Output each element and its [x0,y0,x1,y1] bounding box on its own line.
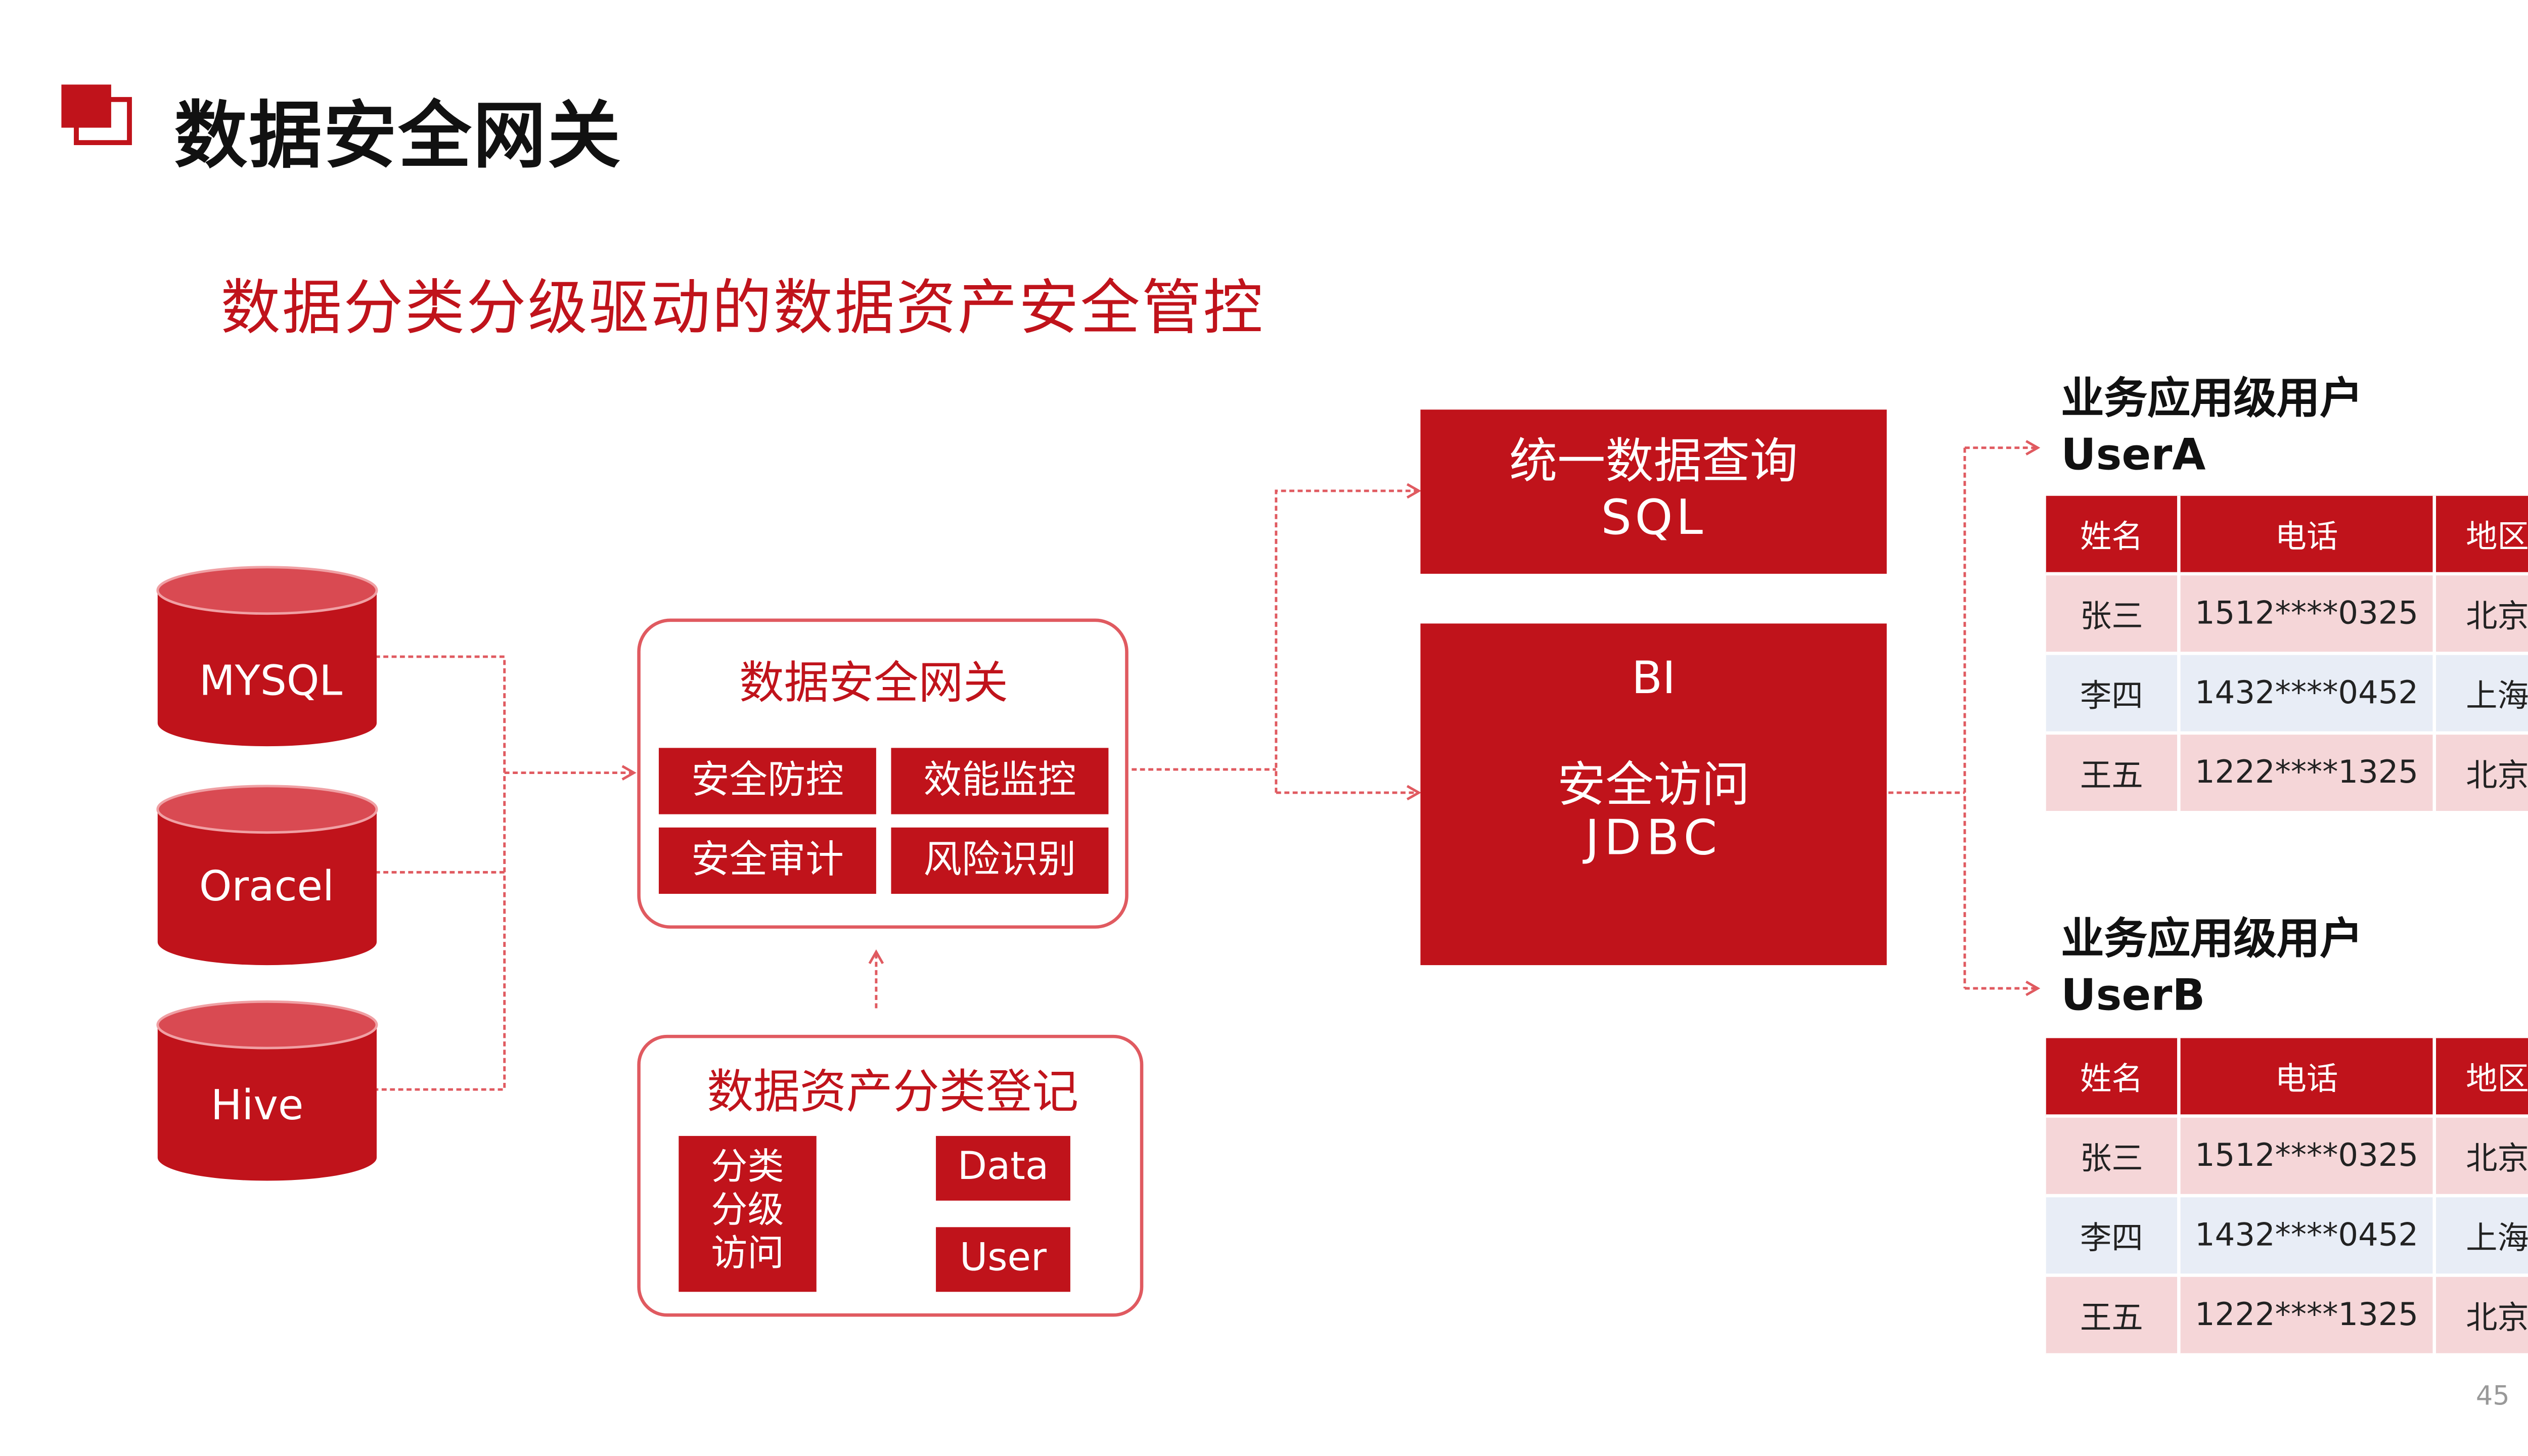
classify-box: 分类 分级 访问 [679,1135,817,1292]
userb-label: 业务应用级用户 [2061,915,2363,966]
bi-box: BI 安全访问 JDBC [1420,623,1887,966]
cell-name: 张三 [2046,573,2181,655]
usera-heading: 业务应用级用户 UserA [2061,372,2363,484]
oracel-database-icon [156,785,378,966]
source-mysql-label: MYSQL [199,656,343,705]
cell-phone: 1512****0325 [2179,1116,2436,1198]
cell-phone: 1432****0452 [2179,653,2436,735]
function-security-audit: 安全审计 [658,827,876,894]
cell-name: 李四 [2046,1196,2181,1277]
db-bus-line [375,655,506,1091]
cell-phone: 1222****1325 [2179,733,2436,814]
cell-phone: 1512****0325 [2179,573,2436,655]
unified-query-label: 统一数据查询 [1509,433,1798,489]
page-title: 数据安全网关 [174,94,622,179]
usera-name: UserA [2061,431,2206,481]
cell-name: 王五 [2046,733,2181,814]
table-row: 张三 1512****0325 北京 [2046,573,2528,655]
function-performance-monitor: 效能监控 [891,748,1109,814]
registry-title: 数据资产分类登记 [707,1064,1079,1120]
cell-phone: 1432****0452 [2179,1196,2436,1277]
classify-line: 访问 [711,1234,784,1276]
source-oracel-label: Oracel [199,862,334,911]
table-row: 李四 1432****0452 上海 [2046,653,2528,735]
bi-label: BI [1632,653,1676,705]
secure-access-label: 安全访问 [1557,756,1750,813]
col-name: 姓名 [2046,1038,2181,1118]
function-security-control: 安全防控 [658,748,876,814]
cell-name: 王五 [2046,1275,2181,1357]
page-number: 45 [2475,1380,2510,1412]
gateway-title: 数据安全网关 [739,658,1008,710]
col-region: 地区 [2434,495,2528,576]
cell-region: 上海 [2434,653,2528,735]
cell-phone: 1222****1325 [2179,1275,2436,1357]
user-box: User [936,1227,1070,1292]
sql-label: SQL [1601,489,1706,546]
unified-query-box: 统一数据查询 SQL [1420,410,1887,574]
function-risk-identification: 风险识别 [891,827,1109,894]
cell-region: 北京 [2434,733,2528,814]
page-subtitle: 数据分类分级驱动的数据资产安全管控 [220,275,1265,343]
table-row: 王五 1222****1325 北京 [2046,1275,2528,1357]
usera-table: 姓名 电话 地区 张三 1512****0325 北京 李四 1432****0… [2046,495,2528,814]
classify-line: 分类 [711,1147,784,1189]
col-name: 姓名 [2046,495,2181,576]
cell-region: 北京 [2434,1275,2528,1357]
hive-database-icon [156,1000,378,1181]
logo-squares-icon [61,84,132,146]
classify-line: 分级 [711,1191,784,1233]
col-region: 地区 [2434,1038,2528,1118]
userb-table: 姓名 电话 地区 张三 1512****0325 北京 李四 1432****0… [2046,1038,2528,1357]
col-phone: 电话 [2179,1038,2436,1118]
cell-name: 张三 [2046,1116,2181,1198]
table-row: 王五 1222****1325 北京 [2046,733,2528,814]
cell-region: 上海 [2434,1196,2528,1277]
table-row: 李四 1432****0452 上海 [2046,1196,2528,1277]
cell-region: 北京 [2434,1116,2528,1198]
userb-name: UserB [2061,972,2205,1022]
col-phone: 电话 [2179,495,2436,576]
data-box: Data [936,1135,1070,1201]
jdbc-label: JDBC [1585,809,1722,866]
cell-region: 北京 [2434,573,2528,655]
gateway-to-sql-arrow [1275,483,1422,793]
mysql-database-icon [156,566,378,747]
userb-heading: 业务应用级用户 UserB [2061,912,2363,1025]
cell-name: 李四 [2046,653,2181,735]
source-hive-label: Hive [210,1081,304,1129]
table-header-row: 姓名 电话 地区 [2046,1038,2528,1118]
table-header-row: 姓名 电话 地区 [2046,495,2528,576]
usera-label: 业务应用级用户 [2061,375,2363,425]
table-row: 张三 1512****0325 北京 [2046,1116,2528,1198]
